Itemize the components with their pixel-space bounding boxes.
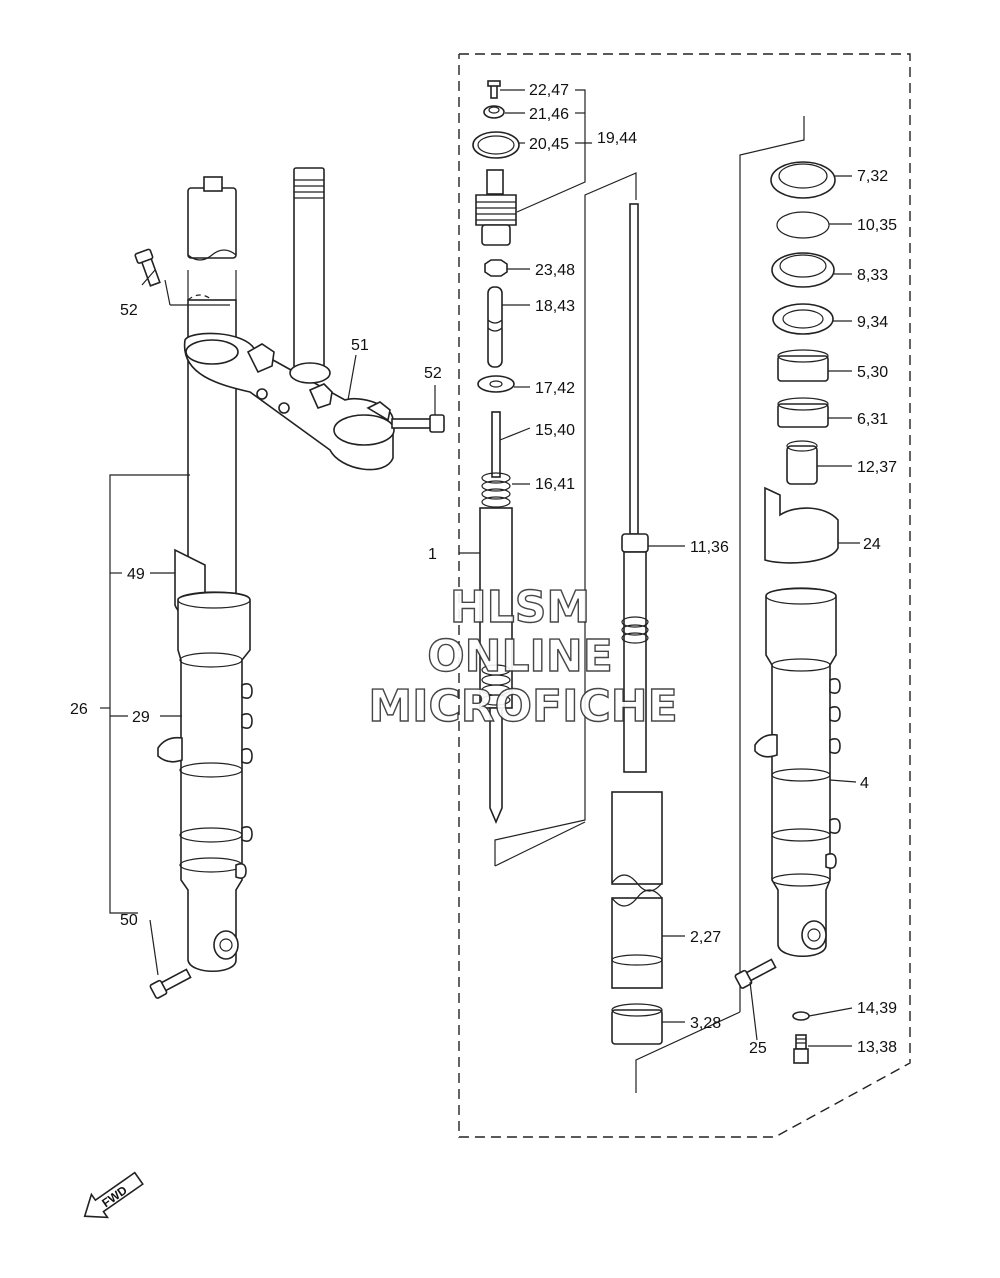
callout-25: 25: [749, 1040, 767, 1057]
callout-1: 1: [428, 546, 437, 563]
callout-18-43: 18,43: [535, 298, 575, 315]
callout-7-32: 7,32: [857, 168, 888, 185]
callout-52-left: 52: [120, 302, 138, 319]
callout-23-48: 23,48: [535, 262, 575, 279]
callout-14-39: 14,39: [857, 1000, 897, 1017]
dashed-boundary: [458, 53, 911, 1138]
callout-3-28: 3,28: [690, 1015, 721, 1032]
callout-29: 29: [132, 709, 150, 726]
callout-20-45: 20,45: [529, 136, 569, 153]
fwd-arrow-icon: FWD: [83, 1171, 144, 1219]
callout-12-37: 12,37: [857, 459, 897, 476]
callout-52-right: 52: [424, 365, 442, 382]
callout-17-42: 17,42: [535, 380, 575, 397]
callout-22-47: 22,47: [529, 82, 569, 99]
callout-26: 26: [70, 701, 88, 718]
callout-labels: 22,47 21,46 20,45 19,44 23,48 18,43 17,4…: [70, 82, 897, 1057]
callout-15-40: 15,40: [535, 422, 575, 439]
callout-8-33: 8,33: [857, 267, 888, 284]
callout-19-44: 19,44: [597, 130, 637, 147]
callout-9-34: 9,34: [857, 314, 888, 331]
callout-6-31: 6,31: [857, 411, 888, 428]
watermark-line-1: HLSM: [450, 582, 590, 633]
callout-21-46: 21,46: [529, 106, 569, 123]
callout-51: 51: [351, 337, 369, 354]
assembled-fork: [100, 167, 445, 999]
damper-parts: [459, 80, 741, 1093]
callout-16-41: 16,41: [535, 476, 575, 493]
watermark: HLSM ONLINE MICROFICHE: [368, 581, 679, 732]
outer-tube-parts: [734, 116, 860, 1064]
callout-2-27: 2,27: [690, 929, 721, 946]
watermark-line-3: MICROFICHE: [368, 681, 677, 732]
callout-10-35: 10,35: [857, 217, 897, 234]
callout-11-36: 11,36: [690, 539, 729, 556]
callout-13-38: 13,38: [857, 1039, 897, 1056]
callout-50: 50: [120, 912, 138, 929]
callout-4: 4: [860, 775, 869, 792]
callout-5-30: 5,30: [857, 364, 888, 381]
callout-24: 24: [863, 536, 881, 553]
watermark-line-2: ONLINE: [427, 631, 613, 682]
callout-49: 49: [127, 566, 145, 583]
